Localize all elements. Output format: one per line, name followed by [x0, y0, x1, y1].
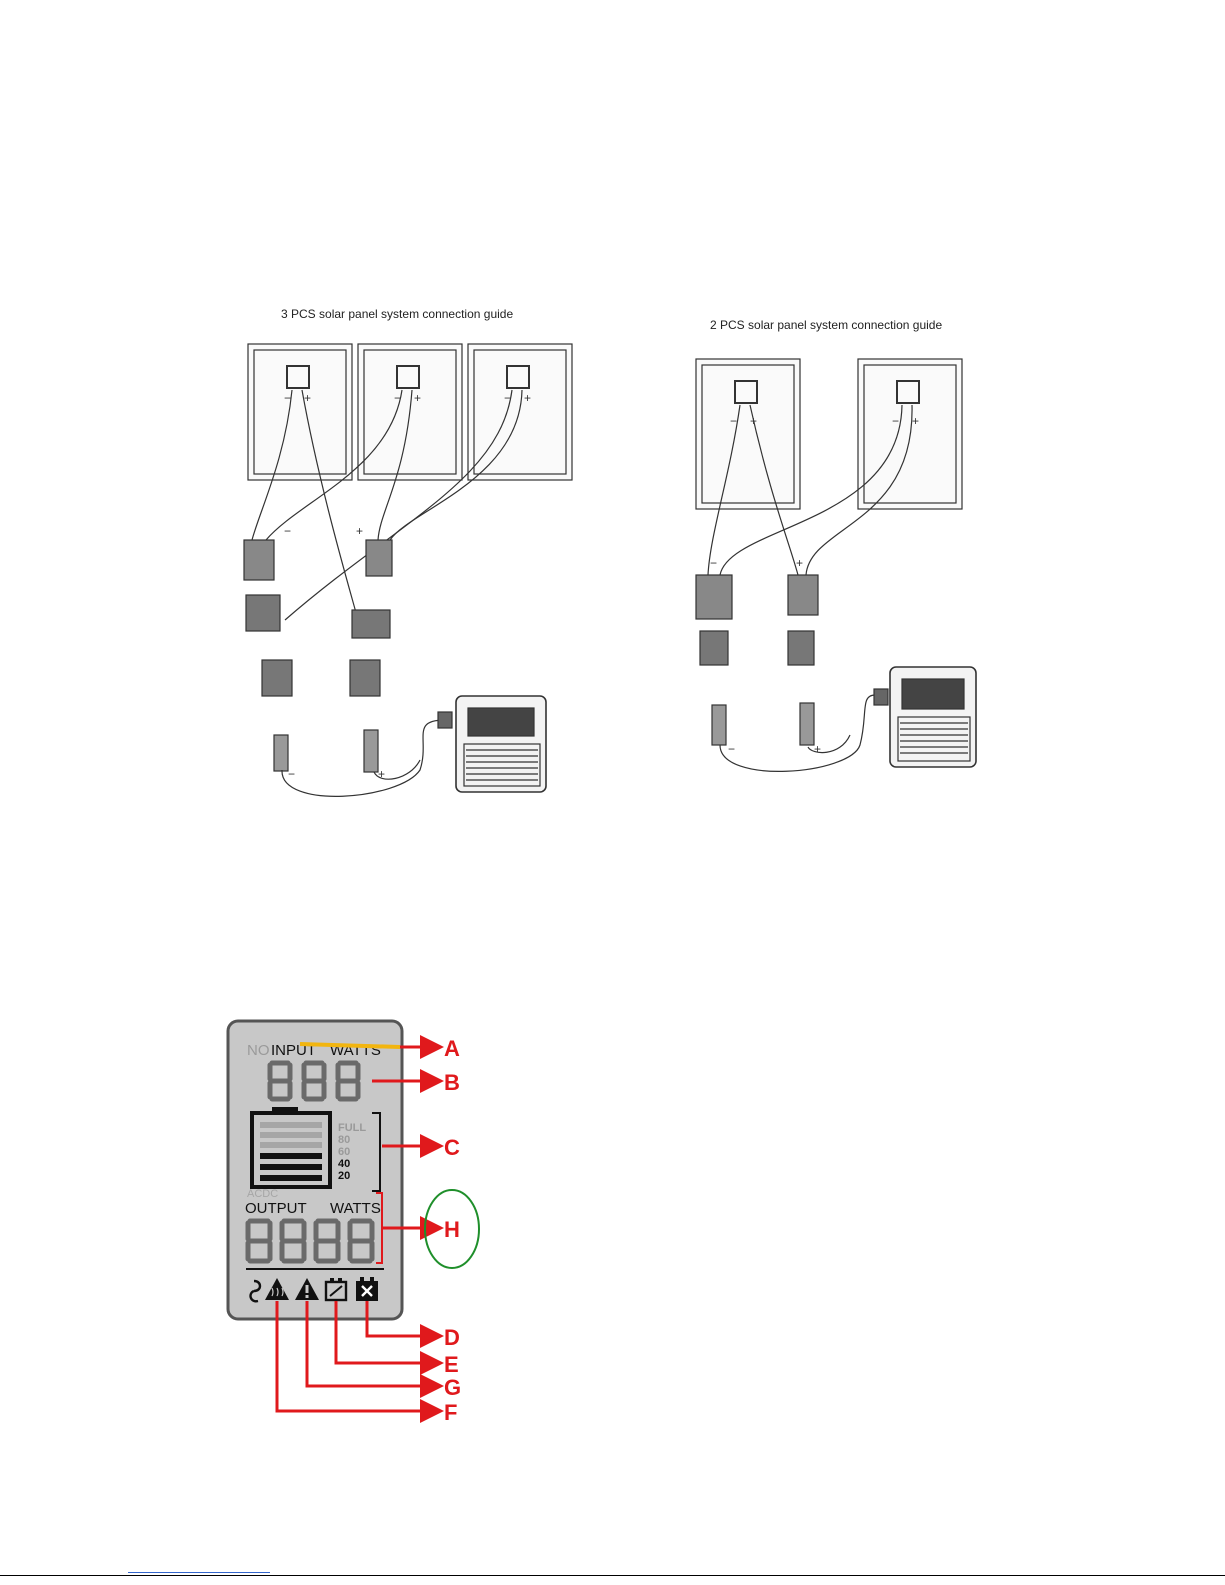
callout-d: D: [444, 1325, 460, 1350]
plus-label: +: [356, 524, 363, 538]
page-divider: [0, 1575, 1225, 1576]
plus-label: +: [912, 414, 919, 428]
plus-label: +: [796, 556, 803, 570]
solar-panel: [248, 344, 352, 480]
level-full-label: FULL: [338, 1122, 366, 1134]
level-20-label: 20: [338, 1170, 350, 1182]
minus-label: −: [284, 524, 291, 538]
minus-label: −: [394, 391, 401, 405]
lcd-output-label: OUTPUT: [245, 1200, 307, 1217]
callout-b: B: [444, 1070, 460, 1095]
level-80-label: 80: [338, 1134, 350, 1146]
plus-label: +: [378, 767, 385, 781]
plus-label: +: [414, 391, 421, 405]
level-40-label: 40: [338, 1158, 350, 1170]
minus-label: −: [892, 414, 899, 428]
lcd-watts-bottom-label: WATTS: [330, 1200, 381, 1217]
callout-e: E: [444, 1352, 459, 1377]
plus-label: +: [750, 414, 757, 428]
footer-link[interactable]: [128, 1570, 270, 1573]
plus-label: +: [814, 742, 821, 756]
callout-g: G: [444, 1375, 461, 1400]
level-60-label: 60: [338, 1146, 350, 1158]
callout-c: C: [444, 1135, 460, 1160]
minus-label: −: [710, 556, 717, 570]
minus-label: −: [504, 391, 511, 405]
minus-label: −: [288, 767, 295, 781]
figure-2pcs-title: 2 PCS solar panel system connection guid…: [710, 318, 942, 332]
callout-h: H: [444, 1217, 460, 1242]
lcd-acdc-label: ACDC: [247, 1188, 278, 1200]
minus-label: −: [284, 391, 291, 405]
callout-a: A: [444, 1036, 460, 1061]
callout-f: F: [444, 1400, 457, 1425]
figure-3pcs-diagram: − + − + − + − + − +: [240, 340, 590, 805]
solar-panel: [696, 359, 800, 509]
minus-label: −: [730, 414, 737, 428]
figure-3pcs-title: 3 PCS solar panel system connection guid…: [281, 307, 513, 321]
plus-label: +: [304, 391, 311, 405]
lcd-diagram: NO INPUT WATTS FULL 80 60 40 20 ACDC OUT…: [220, 1015, 510, 1430]
plus-label: +: [524, 391, 531, 405]
minus-label: −: [728, 742, 735, 756]
figure-2pcs-diagram: − + − + − + − +: [690, 355, 1000, 785]
lcd-no-label: NO: [247, 1042, 270, 1059]
solar-panel: [468, 344, 572, 480]
